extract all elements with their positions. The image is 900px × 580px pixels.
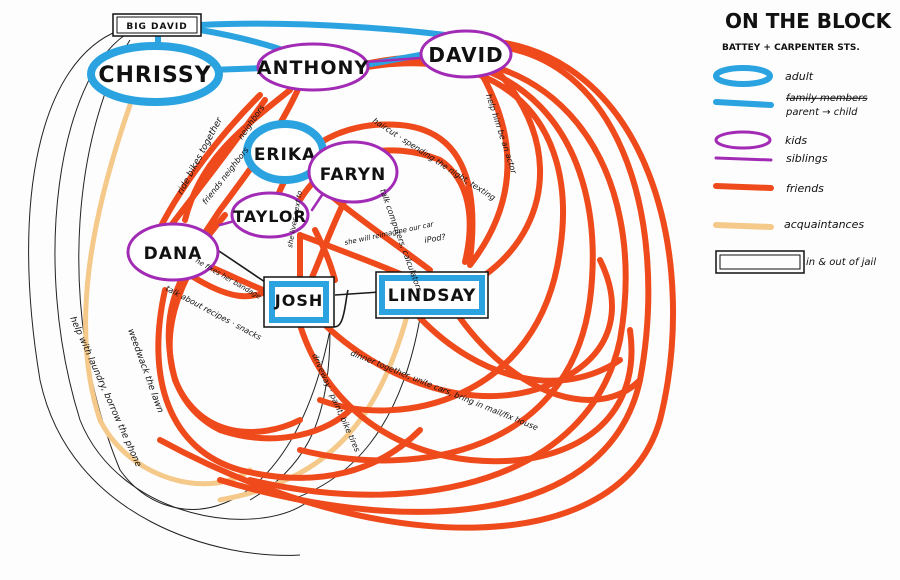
- node-lindsay-label: LINDSAY: [388, 286, 477, 306]
- node-chrissy-label: CHRISSY: [98, 63, 211, 88]
- node-big-david-label: BIG DAVID: [126, 22, 187, 32]
- legend-siblings: siblings: [714, 152, 828, 165]
- node-big-david[interactable]: BIG DAVID: [112, 13, 202, 37]
- node-josh[interactable]: JOSH: [263, 276, 335, 328]
- node-erika[interactable]: ERIKA: [243, 120, 327, 184]
- legend-adult: adult: [713, 65, 814, 87]
- legend-jail: in & out of jail: [715, 250, 876, 274]
- legend-acquaintances: acquaintances: [713, 218, 864, 231]
- node-dana[interactable]: DANA: [126, 222, 220, 282]
- node-david-label: DAVID: [428, 43, 503, 67]
- legend-subtitle: BATTEY + CARPENTER STS.: [722, 43, 860, 53]
- legend-acquaintances-label: acquaintances: [784, 218, 864, 231]
- node-dana-label: DANA: [144, 244, 203, 264]
- node-taylor-label: TAYLOR: [233, 207, 307, 226]
- friend-lines: [147, 37, 677, 531]
- node-josh-label: JOSH: [274, 291, 323, 310]
- legend-family-label: family members: [786, 93, 868, 104]
- node-anthony-label: ANTHONY: [257, 57, 369, 79]
- legend-kids-label: kids: [785, 134, 807, 147]
- legend-friends: friends: [713, 182, 824, 195]
- ann-help-actor: help him be an actor: [484, 93, 518, 176]
- legend-jail-label: in & out of jail: [806, 257, 876, 268]
- legend-family: family members parent → child: [713, 93, 868, 118]
- legend-friends-label: friends: [786, 182, 824, 195]
- node-david[interactable]: DAVID: [419, 29, 513, 79]
- node-taylor[interactable]: TAYLOR: [230, 191, 310, 239]
- node-anthony[interactable]: ANTHONY: [256, 42, 370, 92]
- node-chrissy[interactable]: CHRISSY: [87, 42, 223, 106]
- ann-ipod: iPod?: [424, 232, 447, 245]
- jail-lines: [28, 29, 421, 556]
- node-faryn-label: FARYN: [320, 165, 387, 185]
- node-erika-label: ERIKA: [254, 145, 316, 165]
- legend: ON THE BLOCK BATTEY + CARPENTER STS. adu…: [713, 9, 893, 274]
- legend-parent-label: parent → child: [785, 107, 858, 118]
- legend-siblings-label: siblings: [786, 152, 828, 165]
- node-faryn[interactable]: FARYN: [307, 140, 399, 204]
- ann-driveway: driveway · paint, bike tires: [310, 352, 362, 453]
- legend-title: ON THE BLOCK: [725, 9, 893, 33]
- legend-adult-label: adult: [785, 70, 814, 83]
- legend-kids: kids: [714, 130, 807, 150]
- node-lindsay[interactable]: LINDSAY: [375, 271, 489, 319]
